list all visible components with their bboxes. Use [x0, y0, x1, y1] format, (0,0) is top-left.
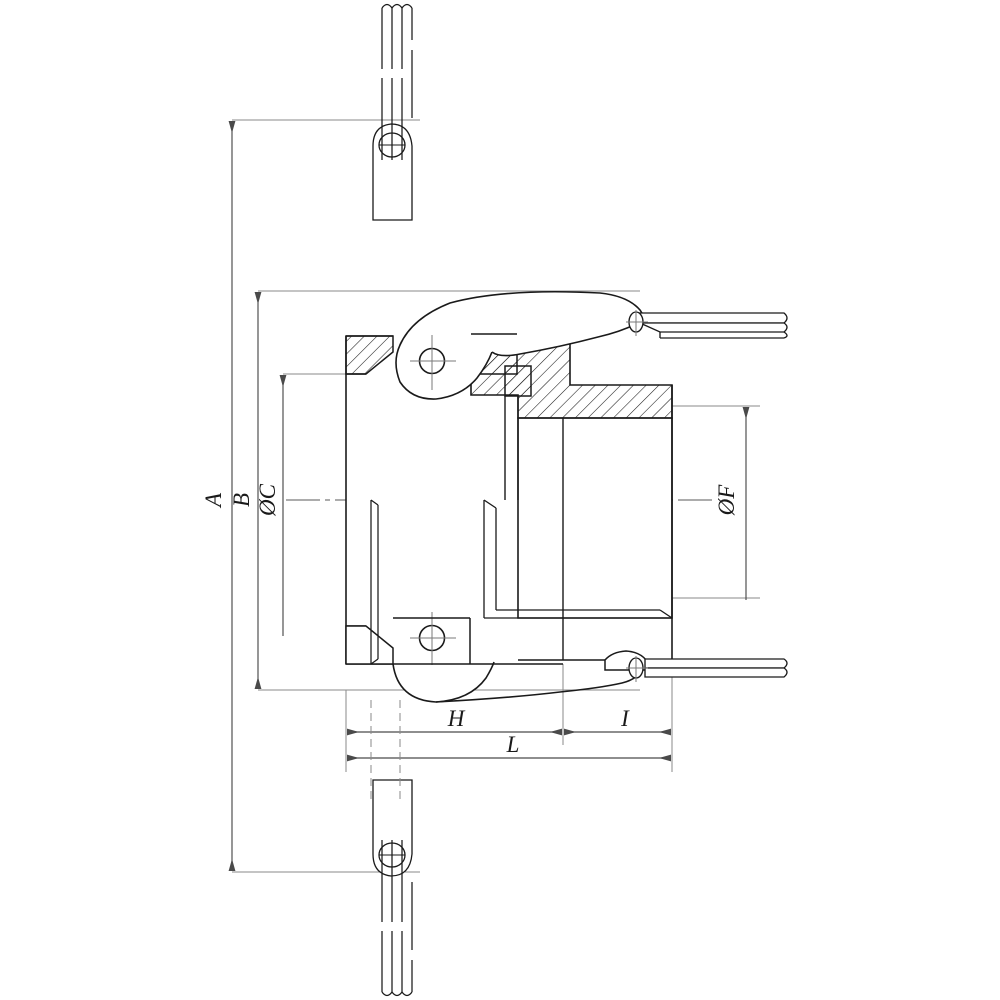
handle-rod-bottom [380, 840, 414, 997]
section-hatch-gasket-seat [504, 365, 532, 397]
dimension-label-C: ØC [255, 483, 280, 517]
dimension-label-L: L [506, 732, 520, 757]
dimension-label-I: I [620, 706, 630, 731]
handle-rod-lower-horizontal [626, 656, 788, 682]
internal-step-lines [504, 396, 564, 660]
dimension-label-H: H [447, 706, 466, 731]
sleeve-lines-left [370, 499, 379, 665]
dimension-label-F: ØF [714, 484, 739, 517]
cam-lever-upper [395, 290, 647, 400]
dimension-label-B: B [229, 493, 254, 507]
dimension-label-A: A [201, 492, 226, 509]
section-hatch-lower-left [345, 625, 394, 665]
dimension-lines [228, 120, 750, 872]
handle-rod-top [380, 3, 414, 160]
handle-rod-upper-horizontal [626, 310, 788, 339]
body-top-bottom-edges [393, 333, 563, 665]
internal-bore-lines [483, 499, 673, 619]
construction-lines [370, 700, 401, 800]
